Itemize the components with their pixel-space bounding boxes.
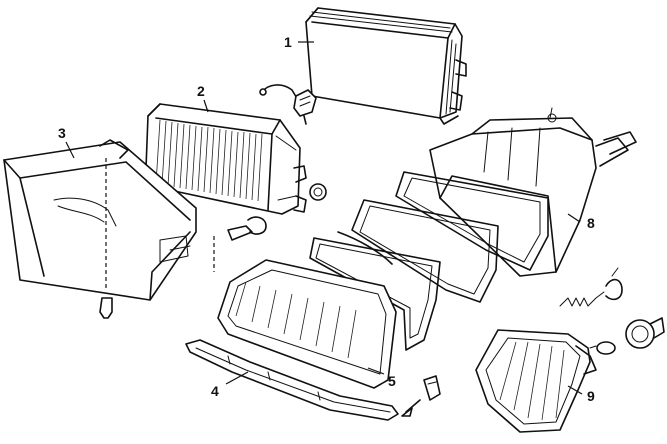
adjuster-screw — [213, 216, 267, 272]
part-4-trim-strip — [185, 339, 399, 421]
direction-arrow — [401, 399, 421, 417]
part-8-rear-housing — [429, 107, 637, 277]
callout-9: 9 — [587, 388, 595, 404]
small-bulb — [589, 341, 616, 355]
mounting-screw — [99, 158, 113, 319]
retaining-clip — [309, 183, 327, 201]
leader-lines — [65, 41, 583, 395]
bulb-wire — [259, 84, 317, 125]
headlamp-lens — [217, 259, 397, 389]
part-9-turn-signal — [475, 329, 597, 433]
callout-8: 8 — [587, 215, 595, 231]
callout-5: 5 — [388, 373, 396, 389]
callout-1: 1 — [284, 34, 292, 50]
callout-4: 4 — [211, 383, 219, 399]
gasket-frame-1 — [395, 171, 549, 271]
part-1-fog-lamp — [305, 7, 467, 125]
callout-3: 3 — [58, 125, 66, 141]
part-2-reflector — [145, 103, 307, 215]
gasket-frame-2 — [351, 199, 499, 303]
bulb-holder-1 — [605, 267, 623, 301]
callout-2: 2 — [197, 83, 205, 99]
spring — [559, 291, 605, 307]
part-3-housing-bracket — [3, 139, 197, 301]
retainer-clip — [423, 375, 441, 401]
lamp-socket — [625, 317, 665, 349]
seal-frame — [309, 231, 441, 351]
